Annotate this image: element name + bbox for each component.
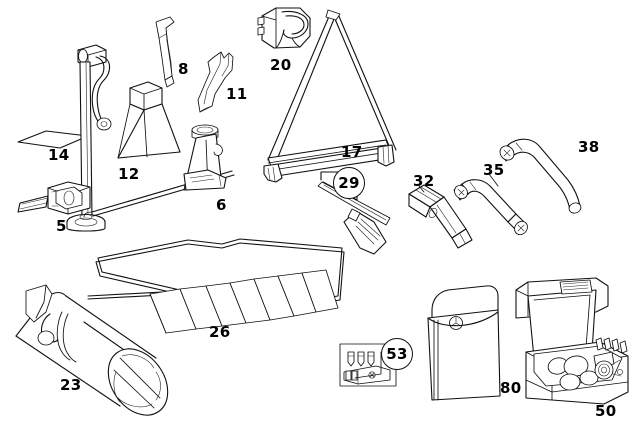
callout-53-number: 53 [386, 344, 408, 363]
callout-32-number: 32 [413, 172, 435, 190]
part-32-socket-extension [408, 184, 473, 249]
callout-23: 23 [60, 378, 81, 393]
callout-17-number: 17 [341, 143, 363, 161]
callout-14-number: 14 [48, 146, 70, 164]
callout-8: 8 [178, 62, 189, 77]
callout-6: 6 [216, 198, 227, 213]
part-26-tool-tray-mat [87, 238, 345, 334]
callout-80-number: 80 [500, 379, 522, 397]
callout-11: 11 [226, 87, 247, 102]
part-35-lug-wrench-small [453, 179, 528, 236]
callout-80: 80 [500, 381, 521, 396]
part-20-triangle-clamp [257, 7, 311, 49]
callout-6-number: 6 [216, 196, 227, 214]
callout-35: 35 [483, 163, 504, 178]
part-23-rolled-tool-bag [15, 284, 169, 416]
callout-50: 50 [595, 404, 616, 419]
callout-32: 32 [413, 174, 434, 189]
part-12-jack-pad-cone [117, 81, 181, 159]
callout-20: 20 [270, 58, 291, 73]
callout-38-number: 38 [578, 138, 600, 156]
part-80-first-aid-pouch [427, 285, 501, 401]
callout-12-number: 12 [118, 165, 140, 183]
part-38-lug-wrench-large [499, 138, 582, 214]
callout-5-number: 5 [56, 217, 67, 235]
callout-26: 26 [209, 325, 230, 340]
part-17-warning-triangle [263, 9, 397, 183]
part-11-curved-clip [197, 51, 234, 113]
callout-8-number: 8 [178, 60, 189, 78]
callout-29-number: 29 [338, 173, 360, 192]
part-8-bent-bracket-clip [155, 16, 175, 88]
callout-26-number: 26 [209, 323, 231, 341]
part-50-bulb-box-kit [515, 277, 629, 405]
callout-50-number: 50 [595, 402, 617, 420]
callout-38: 38 [578, 140, 599, 155]
callout-35-number: 35 [483, 161, 505, 179]
callout-20-number: 20 [270, 56, 292, 74]
callout-14: 14 [48, 148, 69, 163]
callout-29: 29 [333, 167, 365, 199]
callout-23-number: 23 [60, 376, 82, 394]
part-6-jack-base-support [183, 124, 227, 191]
callout-11-number: 11 [226, 85, 248, 103]
callout-17: 17 [341, 145, 362, 160]
callout-5: 5 [56, 219, 67, 234]
callout-12: 12 [118, 167, 139, 182]
callout-53: 53 [381, 338, 413, 370]
